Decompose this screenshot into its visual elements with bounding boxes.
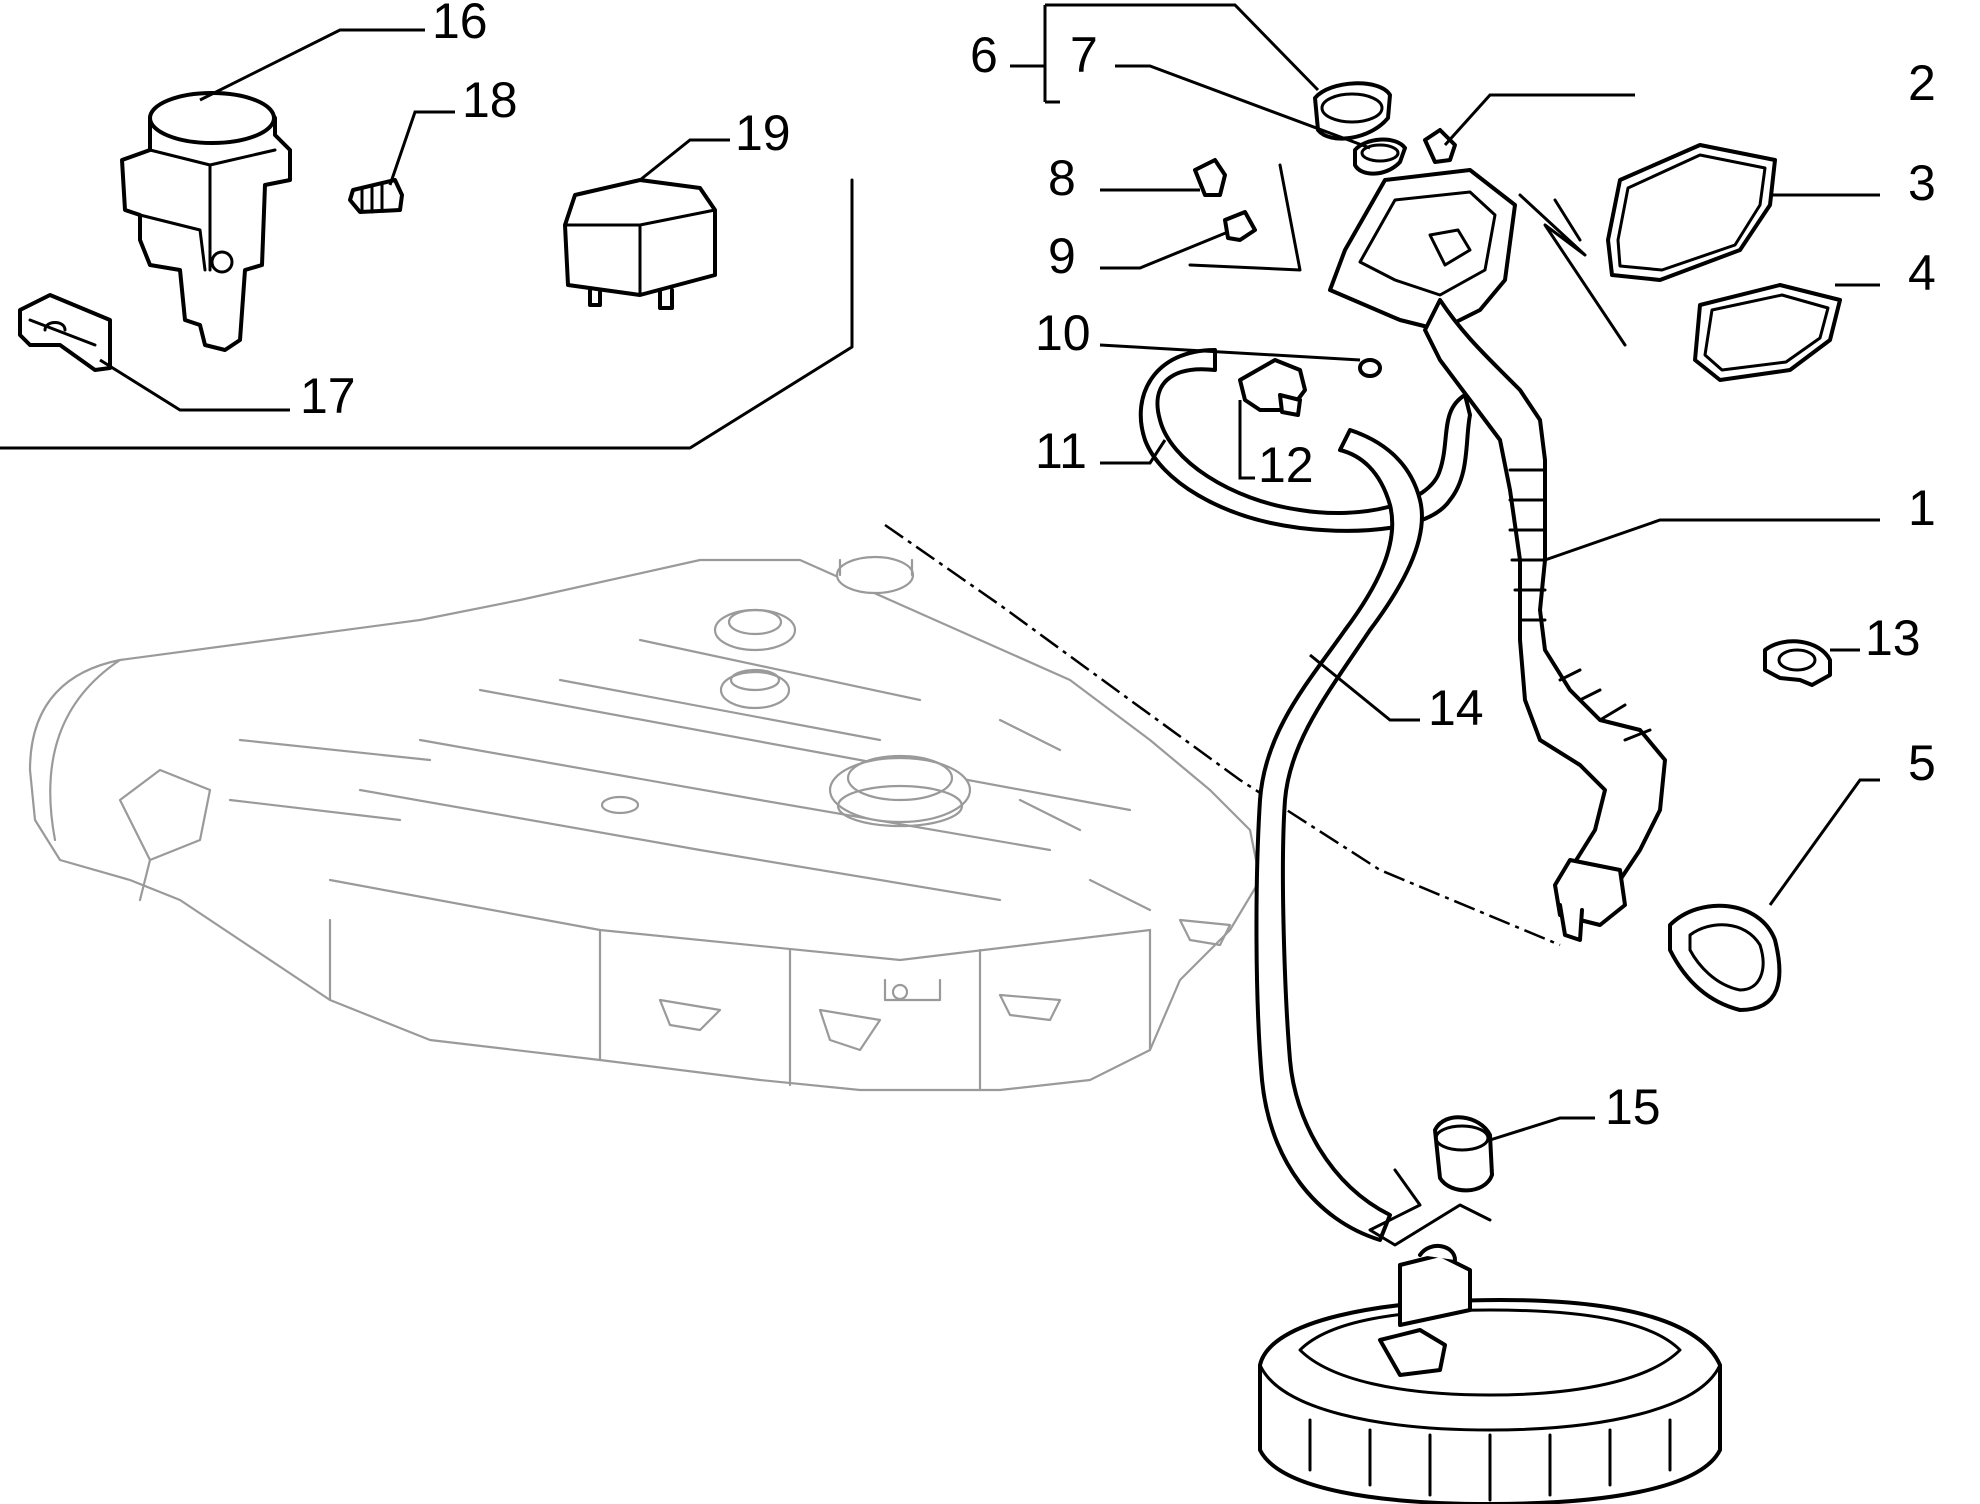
break-mark (1518, 193, 1627, 347)
gasket-part (1606, 143, 1842, 382)
group-frame (0, 178, 854, 450)
hose-clamp-5-part (1668, 903, 1782, 1012)
screw-8-part (1193, 158, 1227, 197)
callout-5: 5 (1908, 735, 1936, 791)
callout-15: 15 (1605, 1079, 1661, 1135)
callout-labels: 16 18 19 17 6 7 2 3 4 8 9 10 11 12 1 13 … (300, 0, 1936, 1135)
nut-part (1223, 210, 1257, 242)
callout-17: 17 (300, 368, 356, 424)
callout-14: 14 (1428, 680, 1484, 736)
leader-lines (99, 3, 1880, 1142)
valve-part (1238, 358, 1307, 417)
callout-4: 4 (1908, 245, 1936, 301)
screw-part (348, 178, 404, 214)
collar-part (1313, 81, 1407, 176)
break-mark (1188, 163, 1302, 272)
fuel-tank (28, 555, 1262, 1092)
callout-11: 11 (1035, 423, 1087, 479)
hose-clamp-15-part (1433, 1115, 1494, 1193)
callout-9: 9 (1048, 228, 1076, 284)
filler-pipe-part (1328, 168, 1667, 942)
callout-10: 10 (1035, 305, 1091, 361)
callout-12: 12 (1258, 437, 1314, 493)
washer-part (1358, 358, 1382, 378)
hose-14-part (1254, 428, 1424, 1242)
callout-1: 1 (1908, 480, 1936, 536)
alignment-line (884, 523, 1561, 947)
hose-11-part (1138, 348, 1472, 533)
callout-8: 8 (1048, 150, 1076, 206)
callout-19: 19 (735, 105, 791, 161)
callout-16: 16 (432, 0, 488, 49)
callout-18: 18 (462, 72, 518, 128)
callout-6: 6 (970, 27, 998, 83)
callout-7: 7 (1070, 27, 1098, 83)
bleed-screw-part (1423, 128, 1457, 164)
callout-2: 2 (1908, 55, 1936, 111)
callout-13: 13 (1865, 610, 1921, 666)
actuator-part (120, 91, 292, 352)
clip-part (18, 293, 112, 372)
callout-3: 3 (1908, 155, 1936, 211)
small-clamp-part (1763, 639, 1832, 687)
break-mark (1368, 1168, 1492, 1247)
pump-cap-part (1258, 1244, 1722, 1504)
relay-part (563, 178, 717, 310)
